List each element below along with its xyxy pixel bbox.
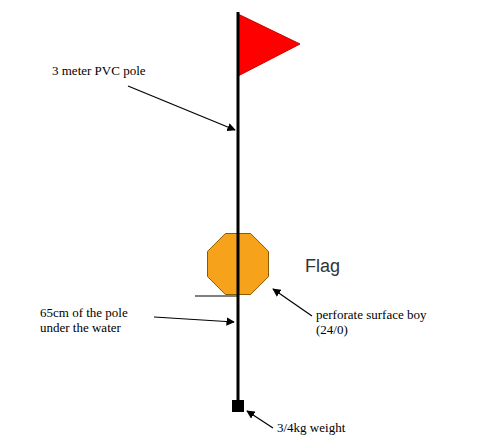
leader-arrow bbox=[273, 289, 312, 316]
pvc-pole bbox=[237, 12, 240, 402]
weight-label: 3/4kg weight bbox=[277, 421, 387, 436]
leader-arrow bbox=[128, 86, 235, 130]
weight-block bbox=[232, 400, 244, 412]
leader-arrow bbox=[154, 317, 234, 322]
flag-label: Flag bbox=[305, 256, 385, 277]
red-flag bbox=[238, 14, 300, 76]
buoy-label: perforate surface boy (24/0) bbox=[316, 308, 436, 338]
depth-label: 65cm of the pole under the water bbox=[40, 306, 152, 336]
leader-arrow bbox=[247, 411, 273, 428]
water-line bbox=[195, 295, 238, 296]
pole-label: 3 meter PVC pole bbox=[52, 64, 192, 79]
